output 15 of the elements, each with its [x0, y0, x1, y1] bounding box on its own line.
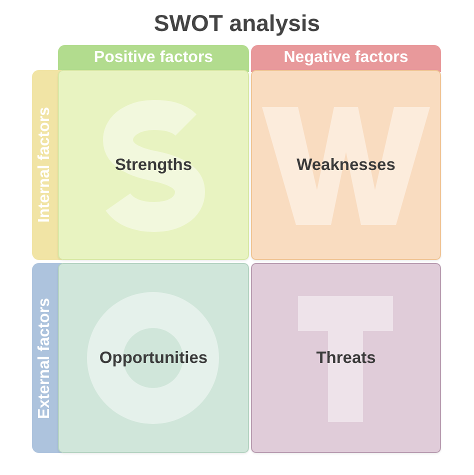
- column-header-tab: [58, 45, 249, 72]
- quadrant-panel: [251, 263, 441, 453]
- quadrant-title: Strengths: [114, 156, 192, 174]
- side-label: Internal factors: [36, 107, 54, 223]
- quadrant-title: Weaknesses: [296, 156, 396, 174]
- quadrant-panel: [58, 70, 249, 260]
- quadrant-panel: [58, 263, 249, 453]
- header-text: Negative factors: [284, 49, 408, 68]
- column-header-tab: [251, 45, 441, 72]
- side-label: External factors: [36, 298, 54, 418]
- quadrant-panel: [251, 70, 441, 260]
- header-text: Positive factors: [94, 49, 214, 68]
- quadrant-title: Opportunities: [99, 348, 208, 368]
- diagram-title: SWOT analysis: [154, 10, 320, 36]
- quadrant-title: Threats: [316, 348, 376, 368]
